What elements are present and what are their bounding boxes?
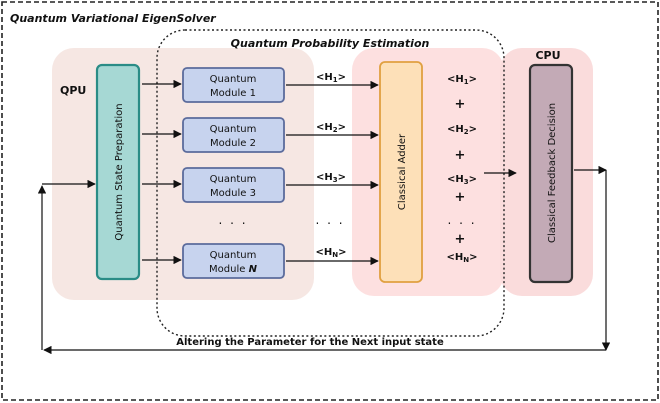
classical-adder-label: Classical Adder [397, 133, 408, 210]
plus-sign-2: + [455, 148, 466, 163]
svg-text:Module 1: Module 1 [210, 88, 256, 99]
svg-text:Module 3: Module 3 [210, 188, 256, 199]
expectation-h1: <H1> [316, 72, 346, 84]
expectation-h3: <H3> [316, 172, 346, 184]
classical-adder-block [379, 61, 423, 283]
expectation-h2: <H2> [316, 122, 346, 134]
cpu-label: CPU [535, 49, 560, 62]
sum-term-h1: <H1> [447, 74, 477, 86]
plus-sign-4: + [455, 232, 466, 247]
svg-text:Quantum: Quantum [210, 174, 257, 185]
quantum-module-n: Quantum Module N [182, 243, 285, 279]
qpu-label: QPU [60, 84, 86, 97]
quantum-module-3: Quantum Module 3 [182, 167, 285, 203]
feedback-loop-label: Altering the Parameter for the Next inpu… [176, 337, 444, 348]
sum-ellipsis: . . . [447, 213, 476, 227]
svg-text:Quantum: Quantum [210, 250, 257, 261]
svg-text:Module N: Module N [209, 264, 258, 275]
quantum-module-1: Quantum Module 1 [182, 67, 285, 103]
feedback-decision-block [528, 63, 574, 284]
svg-text:Module 2: Module 2 [210, 138, 256, 149]
state-prep-label: Quantum State Preparation [114, 103, 125, 240]
svg-text:Quantum: Quantum [210, 74, 257, 85]
sum-term-h2: <H2> [447, 124, 477, 136]
plus-sign-1: + [455, 97, 466, 112]
quantum-module-2: Quantum Module 2 [182, 117, 285, 153]
sum-term-h3: <H3> [447, 174, 477, 186]
qpe-label: Quantum Probability Estimation [231, 37, 430, 50]
feedback-decision-label: Classical Feedback Decision [547, 103, 558, 243]
sum-term-hn: <HN> [447, 252, 478, 264]
expectation-hn: <HN> [316, 247, 347, 259]
values-ellipsis: . . . [315, 213, 344, 227]
modules-ellipsis: . . . [218, 213, 247, 227]
diagram-title: Quantum Variational EigenSolver [10, 12, 216, 25]
svg-text:Quantum: Quantum [210, 124, 257, 135]
qpe-region [156, 29, 505, 337]
state-prep-block [95, 63, 141, 281]
plus-sign-3: + [455, 190, 466, 205]
